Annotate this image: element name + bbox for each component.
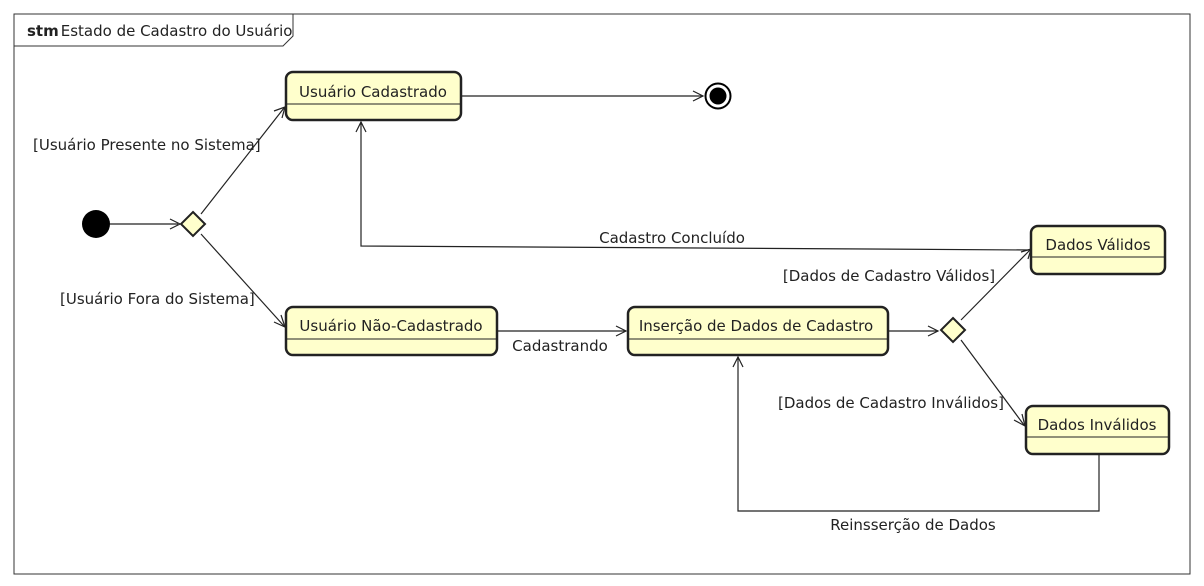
diagram-frame [13,13,1191,575]
edge-choice-to-nao-cadastrado [200,233,285,327]
initial-node [82,210,110,238]
state-insercao-dados: Inserção de Dados de Cadastro [626,305,890,357]
state-label: Inserção de Dados de Cadastro [639,317,873,335]
state-usuario-cadastrado: Usuário Cadastrado [284,70,463,122]
guard-fora: [Usuário Fora do Sistema] [60,290,255,308]
edge-choice-to-cadastrado [200,107,285,215]
arrowhead [732,355,744,368]
choice-node-validation [939,316,967,344]
guard-dados-validos: [Dados de Cadastro Válidos] [783,267,995,285]
edge-invalidos-to-insercao [737,357,1100,512]
state-label: Dados Inválidos [1038,416,1157,434]
final-node [704,82,732,110]
state-label: Dados Válidos [1045,236,1150,254]
state-usuario-nao-cadastrado: Usuário Não-Cadastrado [284,305,499,357]
state-dados-validos: Dados Válidos [1029,224,1167,276]
label-reinsercao: Reinsserção de Dados [830,516,996,534]
arrowhead [692,90,705,102]
arrowhead [927,325,940,337]
choice-node-login [179,210,207,238]
frame-tab [14,14,294,47]
state-dados-invalidos: Dados Inválidos [1024,404,1171,456]
label-cadastro-concluido: Cadastro Concluído [599,229,745,247]
arrowhead [355,120,367,133]
edge-choice-to-invalidos [960,339,1025,426]
label-cadastrando: Cadastrando [512,337,608,355]
edge-validos-to-cadastrado [360,122,1032,251]
edge-choice-to-validos [960,249,1031,321]
state-label: Usuário Não-Cadastrado [299,317,482,335]
guard-dados-invalidos: [Dados de Cadastro Inválidos] [778,394,1004,412]
guard-presente: [Usuário Presente no Sistema] [33,136,261,154]
state-label: Usuário Cadastrado [299,83,447,101]
arrowhead [615,325,628,337]
